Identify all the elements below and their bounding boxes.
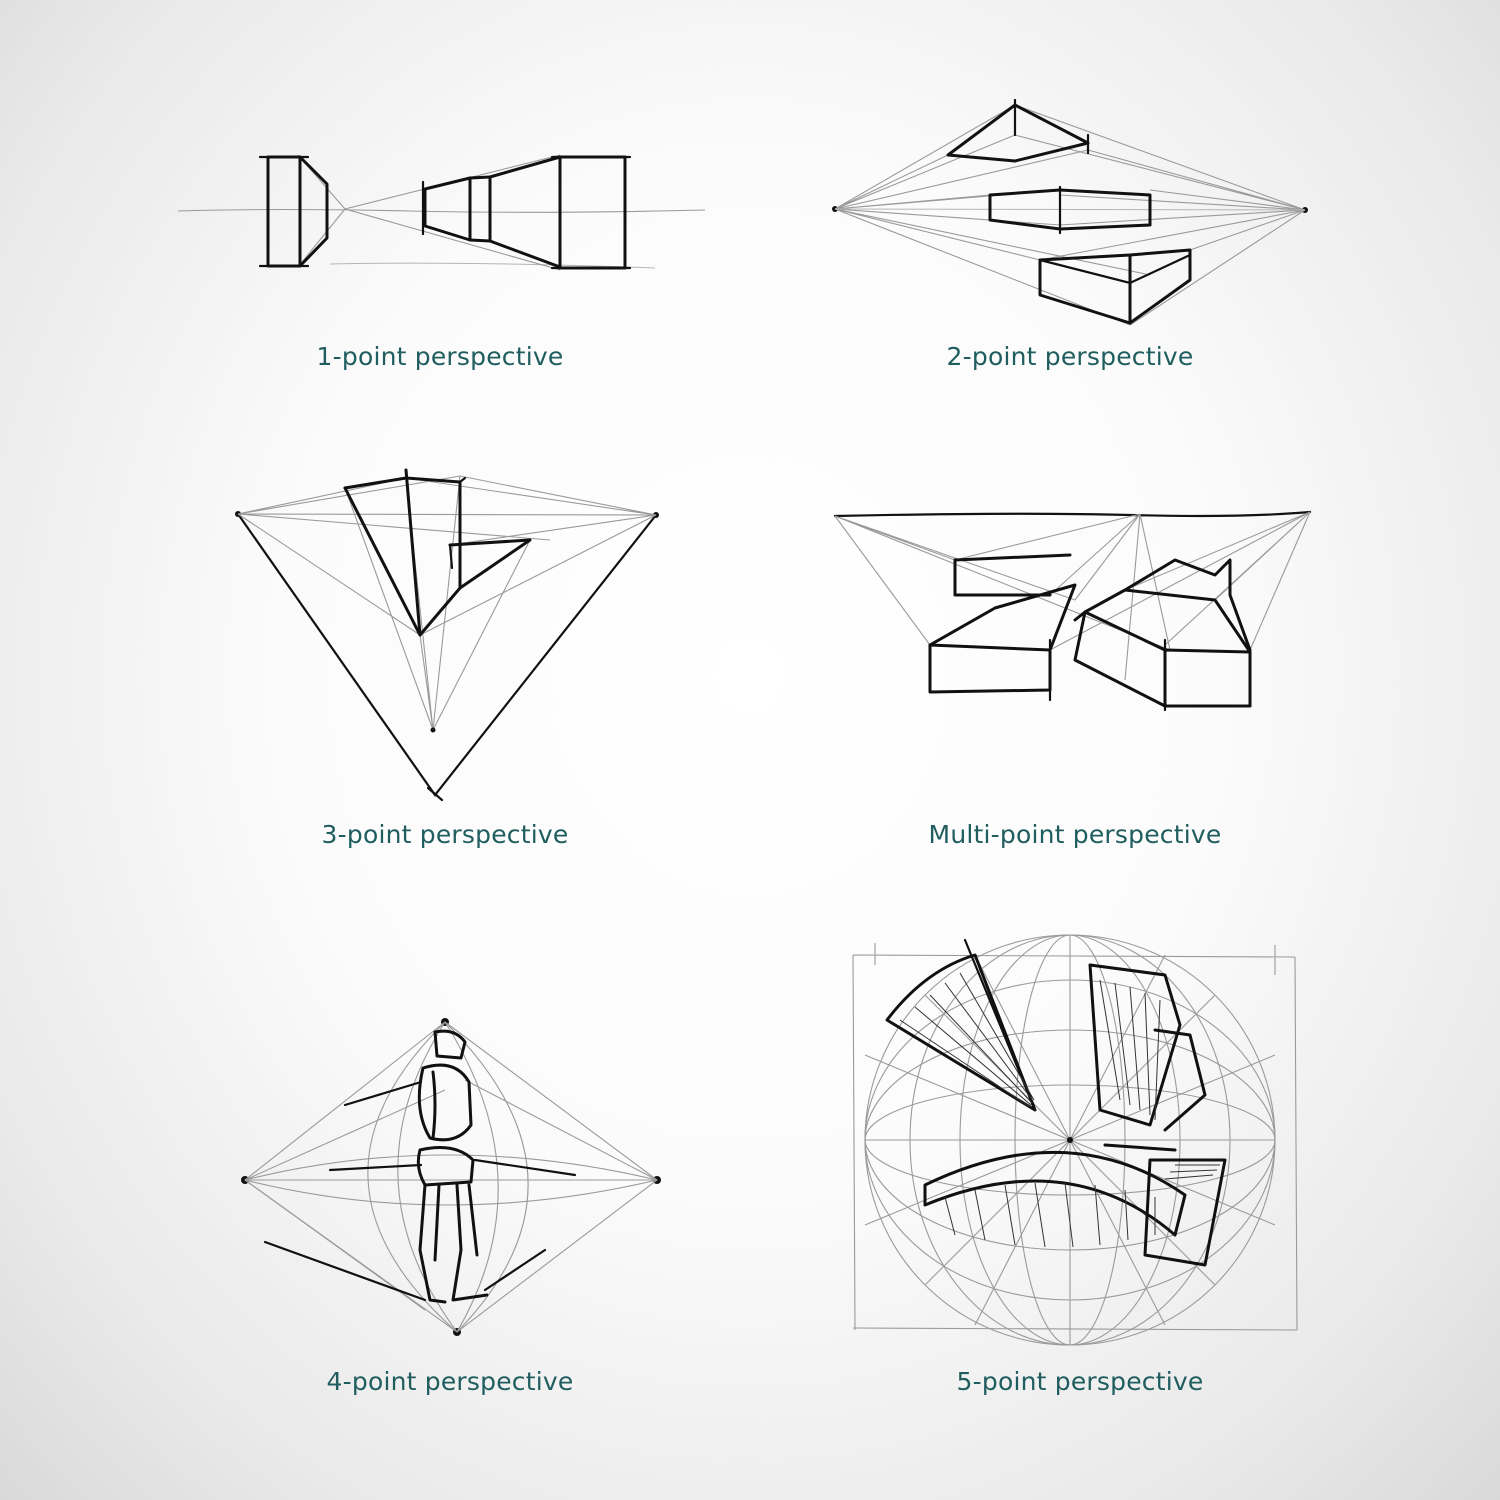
panel-three-point: 3-point perspective — [220, 460, 670, 860]
caption-two-point: 2-point perspective — [946, 342, 1194, 371]
three-point-drawing — [235, 468, 659, 802]
one-point-drawing — [177, 154, 706, 271]
caption-one-point: 1-point perspective — [316, 342, 564, 371]
panel-four-point: 4-point perspective — [225, 290, 675, 1410]
caption-multi-point: Multi-point perspective — [928, 820, 1222, 849]
caption-four-point: 4-point perspective — [326, 1367, 574, 1396]
two-point-drawing — [832, 98, 1308, 326]
caption-five-point: 5-point perspective — [956, 1367, 1204, 1396]
panel-multi-point: Multi-point perspective — [820, 500, 1330, 860]
panel-five-point: 5-point perspective — [845, 934, 1315, 1405]
five-point-drawing — [852, 934, 1298, 1346]
caption-three-point: 3-point perspective — [321, 820, 569, 849]
multi-point-drawing — [833, 510, 1312, 712]
panel-two-point: 2-point perspective — [820, 95, 1320, 390]
four-point-drawing — [241, 1018, 661, 1336]
panel-one-point: 1-point perspective — [160, 140, 720, 390]
